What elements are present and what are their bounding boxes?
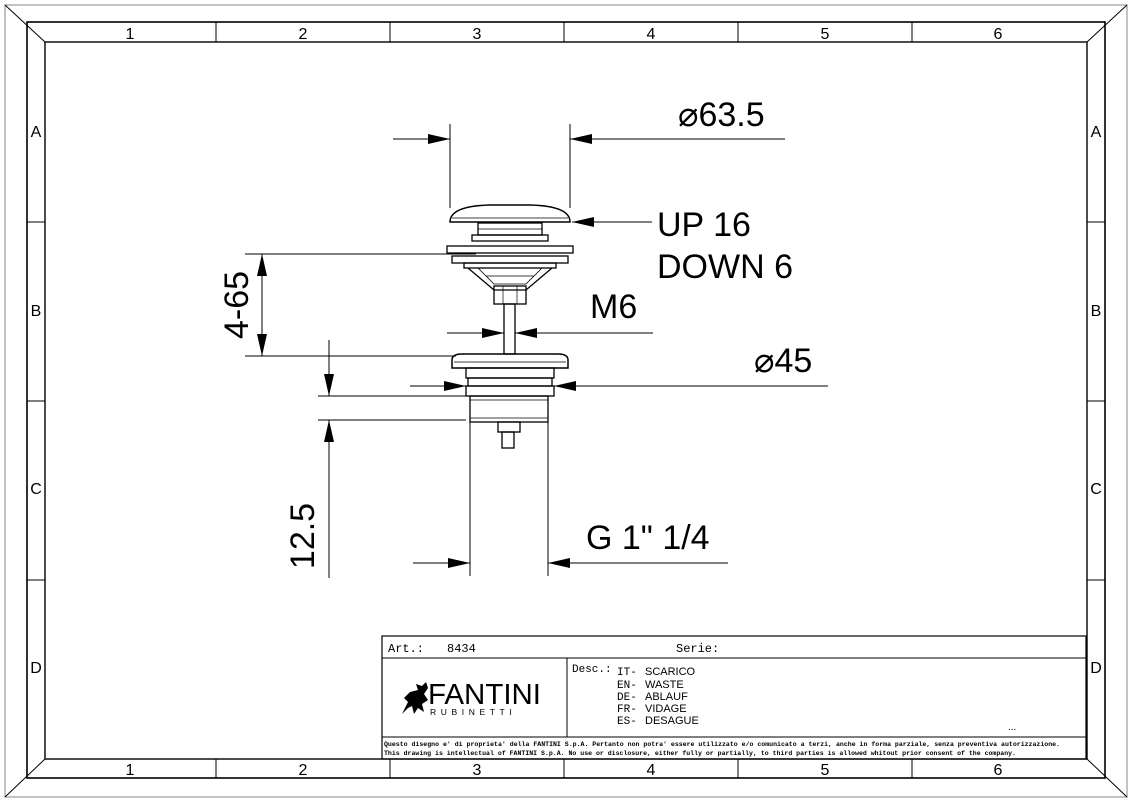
dim-cap-diameter: ⌀63.5 bbox=[678, 96, 765, 134]
row-label-b-right: B bbox=[1091, 303, 1102, 320]
desc-lang-es: ES- bbox=[617, 716, 637, 728]
desc-text-en: WASTE bbox=[645, 679, 684, 691]
desc-text-es: DESAGUE bbox=[645, 715, 699, 727]
row-label-d-right: D bbox=[1090, 660, 1102, 677]
col-label-3: 3 bbox=[473, 26, 482, 43]
dim-length: 12.5 bbox=[284, 503, 322, 569]
dim-height-range: 4-65 bbox=[218, 271, 256, 339]
notice-italian: Questo disegno e' di proprieta' della FA… bbox=[384, 741, 1060, 748]
column-labels: 1 2 3 4 5 6 1 2 3 4 5 6 bbox=[126, 26, 1003, 779]
dimension-labels: ⌀63.5 UP 16 DOWN 6 M6 ⌀45 G 1" 1/4 4-65 … bbox=[218, 96, 812, 569]
desc-lang-de: DE- bbox=[617, 692, 637, 704]
desc-text-fr: VIDAGE bbox=[645, 703, 687, 715]
row-label-b: B bbox=[31, 303, 42, 320]
waste-fitting-drawing bbox=[446, 204, 574, 449]
desc-text-de: ABLAUF bbox=[645, 691, 688, 703]
dim-stroke-down: DOWN 6 bbox=[657, 248, 793, 286]
desc-label: Desc.: bbox=[572, 664, 612, 676]
col-label-4-bottom: 4 bbox=[647, 762, 656, 779]
col-label-1-bottom: 1 bbox=[126, 762, 135, 779]
brand-subtitle: RUBINETTI bbox=[430, 707, 516, 717]
dim-thread-main: G 1" 1/4 bbox=[586, 519, 710, 557]
dimension-lines bbox=[245, 124, 828, 578]
row-label-d: D bbox=[30, 660, 42, 677]
brand-name: FANTINI bbox=[428, 679, 541, 711]
col-label-2-bottom: 2 bbox=[299, 762, 308, 779]
row-label-a: A bbox=[31, 124, 42, 141]
col-label-5: 5 bbox=[821, 26, 830, 43]
desc-lang-en: EN- bbox=[617, 680, 637, 692]
dim-thread-rod: M6 bbox=[590, 288, 637, 326]
row-labels: A B C D A B C D bbox=[30, 124, 1102, 677]
fantini-logo: FANTINI RUBINETTI bbox=[402, 679, 541, 717]
desc-text-it: SCARICO bbox=[645, 666, 696, 678]
row-label-c-right: C bbox=[1090, 481, 1102, 498]
col-label-2: 2 bbox=[299, 26, 308, 43]
col-label-5-bottom: 5 bbox=[821, 762, 830, 779]
col-label-1: 1 bbox=[126, 26, 135, 43]
art-label: Art.: bbox=[388, 642, 424, 656]
drawing-frame bbox=[4, 4, 1128, 798]
description-list: IT- SCARICO EN- WASTE DE- ABLAUF FR- VID… bbox=[617, 666, 699, 728]
col-label-3-bottom: 3 bbox=[473, 762, 482, 779]
desc-ellipsis: ... bbox=[1008, 722, 1016, 733]
notice-english: This drawing is intellectual of FANTINI … bbox=[384, 750, 1016, 757]
dim-body-diameter: ⌀45 bbox=[754, 342, 812, 380]
title-block: Art.: 8434 Serie: FANTINI RUBINETTI Desc… bbox=[381, 635, 1087, 760]
col-label-6-bottom: 6 bbox=[994, 762, 1003, 779]
dim-stroke-up: UP 16 bbox=[657, 206, 751, 244]
desc-lang-fr: FR- bbox=[617, 704, 637, 716]
prancing-horse-icon bbox=[402, 682, 428, 714]
col-label-4: 4 bbox=[647, 26, 656, 43]
serie-label: Serie: bbox=[676, 642, 719, 656]
col-label-6: 6 bbox=[994, 26, 1003, 43]
art-number: 8434 bbox=[447, 642, 476, 656]
desc-lang-it: IT- bbox=[617, 667, 637, 679]
row-label-a-right: A bbox=[1091, 124, 1102, 141]
zone-dividers bbox=[27, 22, 1105, 778]
dimension-arrowheads bbox=[257, 134, 594, 568]
row-label-c: C bbox=[30, 481, 42, 498]
